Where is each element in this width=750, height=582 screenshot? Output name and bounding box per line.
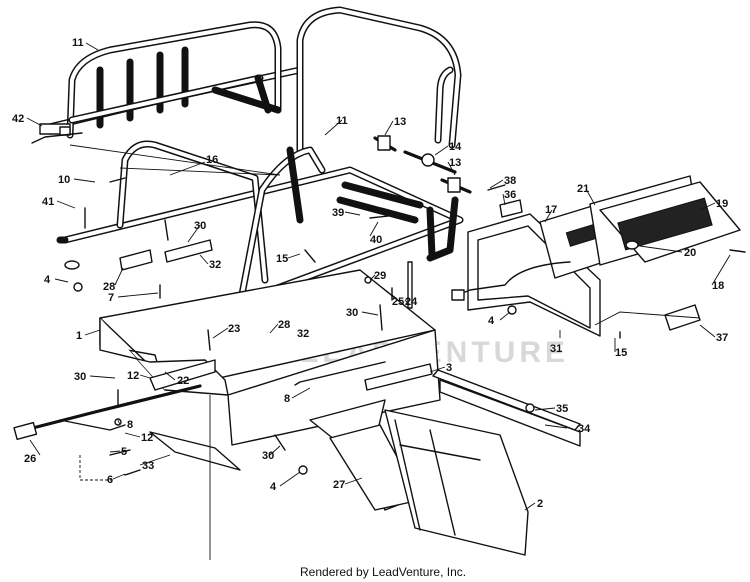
label-10: 10 xyxy=(58,174,70,186)
label-40: 40 xyxy=(370,234,382,246)
label-21: 21 xyxy=(577,183,589,195)
footer-credit: Rendered by LeadVenture, Inc. xyxy=(300,565,466,579)
label-5: 5 xyxy=(121,446,127,458)
leader-lines xyxy=(26,42,731,560)
label-24: 24 xyxy=(405,296,418,308)
label-14: 14 xyxy=(449,141,462,153)
label-30: 30 xyxy=(74,371,86,383)
label-12: 12 xyxy=(141,432,153,444)
hinge-brackets xyxy=(373,135,472,194)
label-11: 11 xyxy=(336,115,348,127)
main-frame xyxy=(56,140,464,323)
tail-light-assembly xyxy=(451,175,741,337)
label-39: 39 xyxy=(332,207,344,219)
part-labels: 11 42 11 16 10 41 13 14 13 38 36 39 40 2… xyxy=(12,37,728,510)
label-30: 30 xyxy=(262,450,274,462)
label-17: 17 xyxy=(545,204,557,216)
wiring-harness xyxy=(13,384,202,441)
bar-34 xyxy=(432,369,581,431)
label-15: 15 xyxy=(276,253,288,265)
label-41: 41 xyxy=(42,196,54,208)
label-7: 7 xyxy=(108,292,114,304)
label-11: 11 xyxy=(72,37,84,49)
label-33: 33 xyxy=(142,460,154,472)
label-13: 13 xyxy=(394,116,406,128)
label-16: 16 xyxy=(206,154,218,166)
label-1: 1 xyxy=(76,330,82,342)
label-3: 3 xyxy=(446,362,452,374)
label-12: 12 xyxy=(127,370,139,382)
label-42: 42 xyxy=(12,113,24,125)
label-13: 13 xyxy=(449,157,461,169)
label-38: 38 xyxy=(504,175,516,187)
label-4: 4 xyxy=(44,274,51,286)
label-23: 23 xyxy=(228,323,240,335)
label-8: 8 xyxy=(284,393,290,405)
label-32: 32 xyxy=(209,259,221,271)
label-30: 30 xyxy=(194,220,206,232)
hoop-frame xyxy=(296,6,462,154)
label-28: 28 xyxy=(278,319,290,331)
label-6: 6 xyxy=(107,474,113,486)
skid-plate xyxy=(149,431,241,471)
label-36: 36 xyxy=(504,189,516,201)
label-28: 28 xyxy=(103,281,115,293)
label-15: 15 xyxy=(615,347,627,359)
label-35: 35 xyxy=(556,403,568,415)
tailgate xyxy=(329,409,529,556)
label-19: 19 xyxy=(716,198,728,210)
bar-34-plate xyxy=(439,379,581,447)
label-34: 34 xyxy=(578,423,591,435)
label-22: 22 xyxy=(177,375,189,387)
label-26: 26 xyxy=(24,453,36,465)
rear-rack-frame xyxy=(31,21,304,144)
label-32: 32 xyxy=(297,328,309,340)
label-27: 27 xyxy=(333,479,345,491)
fasteners xyxy=(64,177,746,476)
label-20: 20 xyxy=(684,247,696,259)
label-31: 31 xyxy=(550,343,562,355)
label-37: 37 xyxy=(716,332,728,344)
label-29: 29 xyxy=(374,270,386,282)
label-4: 4 xyxy=(270,481,277,493)
label-8: 8 xyxy=(127,419,133,431)
label-18: 18 xyxy=(712,280,724,292)
label-4: 4 xyxy=(488,315,495,327)
label-25: 25 xyxy=(392,296,404,308)
label-30: 30 xyxy=(346,307,358,319)
label-2: 2 xyxy=(537,498,543,510)
